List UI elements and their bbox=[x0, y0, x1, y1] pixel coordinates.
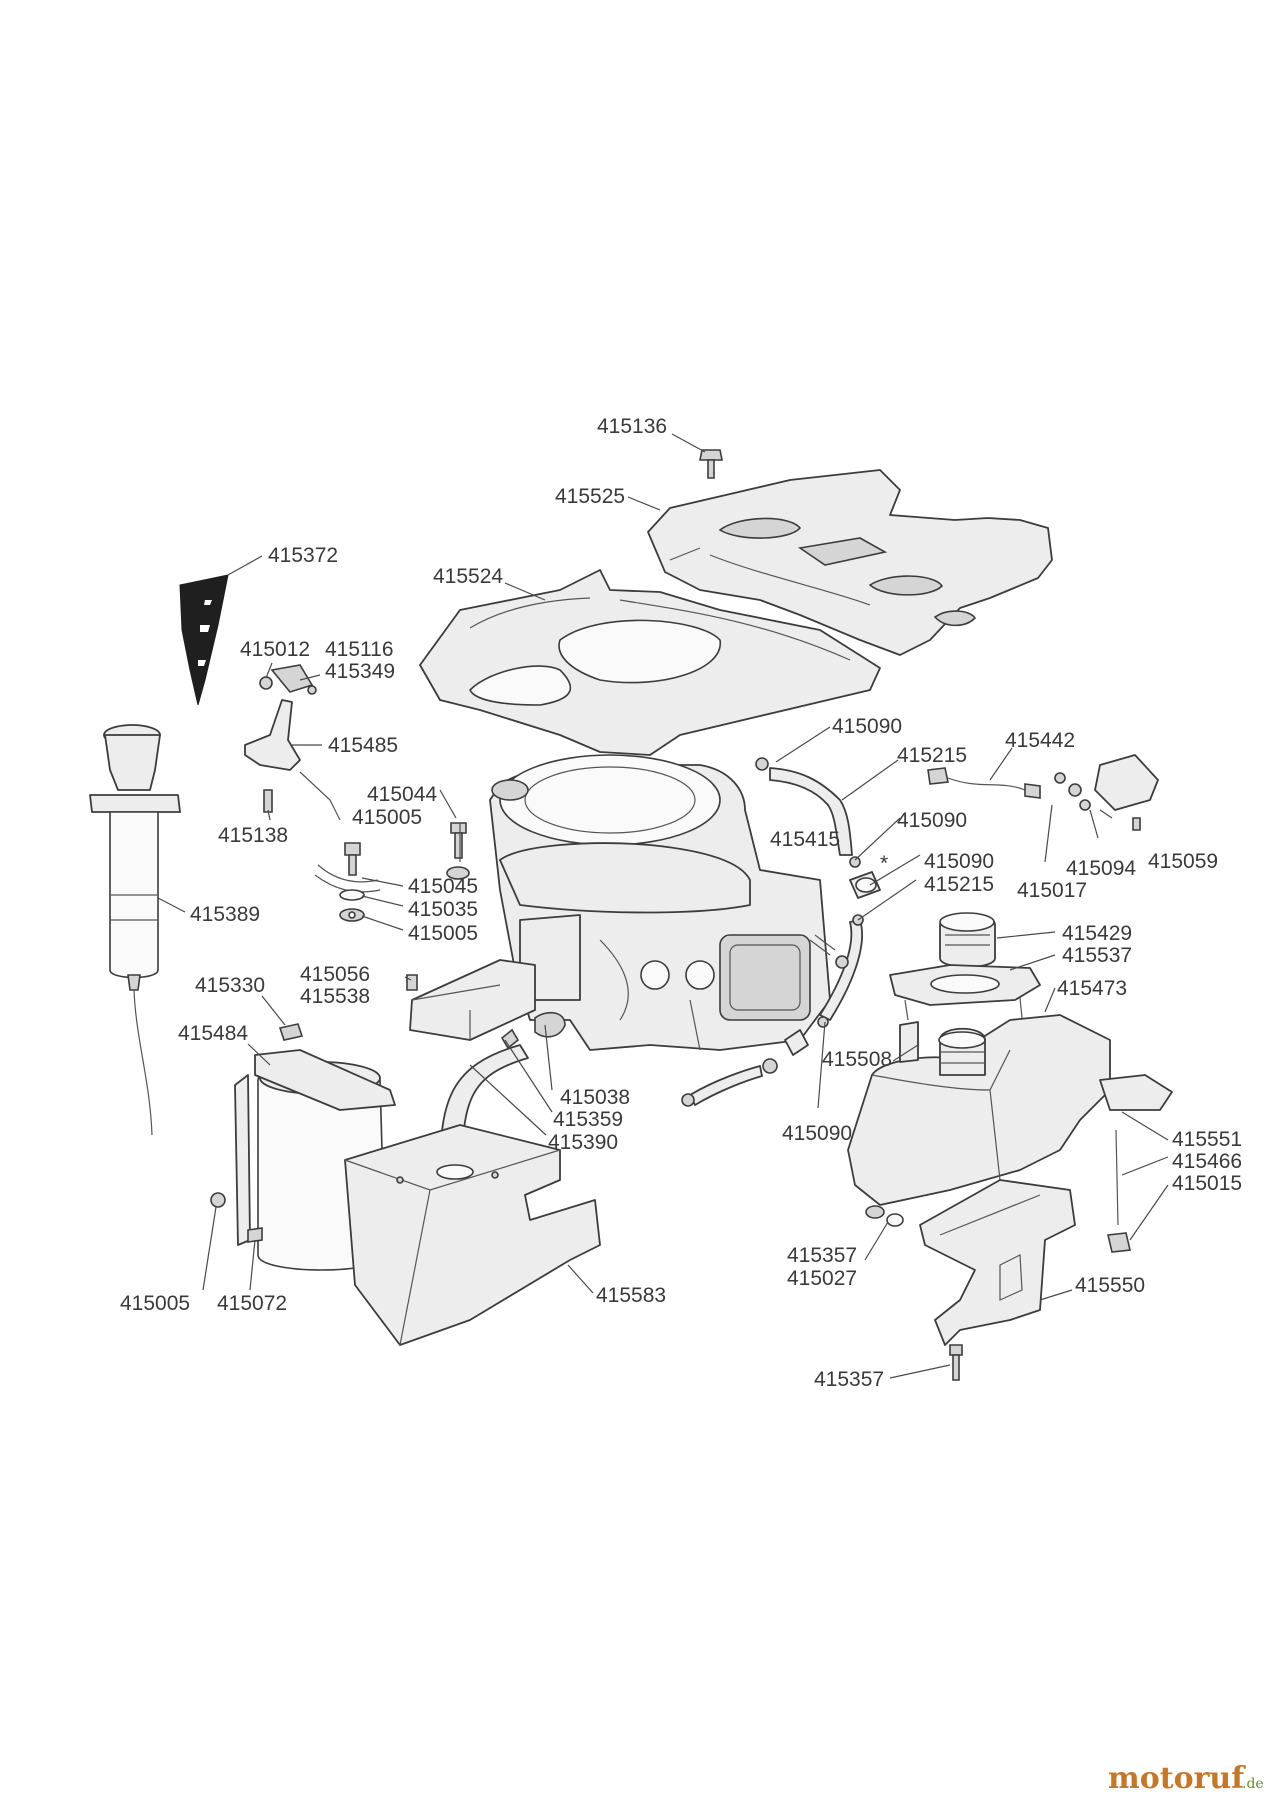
part-number: 415485 bbox=[328, 734, 398, 757]
bolt-415044 bbox=[446, 822, 470, 880]
part-number: 415090 bbox=[832, 715, 902, 738]
part-number: 415005 bbox=[352, 806, 422, 829]
part-number: 415429 bbox=[1062, 922, 1132, 945]
part-number: 415357 bbox=[787, 1244, 857, 1267]
screw-415136 bbox=[699, 449, 723, 479]
part-number: 415215 bbox=[924, 873, 994, 896]
throttle-decal bbox=[179, 574, 229, 706]
fuel-hose-upper bbox=[755, 757, 861, 868]
part-number: 415389 bbox=[190, 903, 260, 926]
part-number: 415359 bbox=[553, 1108, 623, 1131]
part-number: 415357 bbox=[814, 1368, 884, 1391]
part-number: 415045 bbox=[408, 875, 478, 898]
part-number: 415035 bbox=[408, 898, 478, 921]
fuel-filter-415415 bbox=[849, 871, 881, 899]
throttle-lever bbox=[244, 699, 341, 821]
bolt-415045 bbox=[314, 842, 381, 922]
part-number: 415525 bbox=[555, 485, 625, 508]
watermark-suffix: .de bbox=[1242, 1776, 1264, 1792]
part-number: 415466 bbox=[1172, 1150, 1242, 1173]
fuel-cap bbox=[939, 912, 996, 968]
fuel-syringe bbox=[89, 724, 181, 1136]
part-number: 415551 bbox=[1172, 1128, 1242, 1151]
part-number: 415090 bbox=[782, 1122, 852, 1145]
part-number: 415090 bbox=[924, 850, 994, 873]
part-number: 415044 bbox=[367, 783, 437, 806]
part-number: 415484 bbox=[178, 1022, 248, 1045]
part-number: 415524 bbox=[433, 565, 503, 588]
part-number: 415005 bbox=[120, 1292, 190, 1315]
fuel-hose-bottom bbox=[681, 1029, 809, 1107]
part-number: 415012 bbox=[240, 638, 310, 661]
watermark-logo: motoruf .de bbox=[1108, 1761, 1264, 1796]
muffler-cover bbox=[344, 1124, 601, 1346]
watermark-text: motoruf bbox=[1108, 1761, 1246, 1796]
part-labels: 415136 415525 415372 415524 415012 41511… bbox=[120, 415, 1242, 1391]
part-number: 415090 bbox=[897, 809, 967, 832]
part-number: 415330 bbox=[195, 974, 265, 997]
part-number: 415415 bbox=[770, 828, 840, 851]
part-number: 415027 bbox=[787, 1267, 857, 1290]
part-number: 415072 bbox=[217, 1292, 287, 1315]
part-number: 415138 bbox=[218, 824, 288, 847]
part-number: 415215 bbox=[897, 744, 967, 767]
part-number: 415538 bbox=[300, 985, 370, 1008]
heat-shield-bracket bbox=[406, 959, 566, 1041]
engine-block bbox=[489, 754, 831, 1051]
asterisk-mark: * bbox=[880, 852, 888, 875]
part-number: 415349 bbox=[325, 660, 395, 683]
part-number: 415005 bbox=[408, 922, 478, 945]
throttle-knob bbox=[259, 664, 317, 695]
part-number: 415136 bbox=[597, 415, 667, 438]
part-number: 415473 bbox=[1057, 977, 1127, 1000]
part-number: 415056 bbox=[300, 963, 370, 986]
spring-clip bbox=[809, 934, 849, 969]
part-number: 415550 bbox=[1075, 1274, 1145, 1297]
part-number: 415094 bbox=[1066, 857, 1136, 880]
part-number: 415390 bbox=[548, 1131, 618, 1154]
tank-base-bracket bbox=[919, 1179, 1076, 1346]
engine-shroud bbox=[419, 569, 881, 756]
part-number: 415015 bbox=[1172, 1172, 1242, 1195]
part-number: 415442 bbox=[1005, 729, 1075, 752]
starter-solenoid bbox=[1054, 754, 1159, 831]
fuel-gauge-ring bbox=[889, 964, 1041, 1021]
part-number: 415508 bbox=[822, 1048, 892, 1071]
part-number: 415583 bbox=[596, 1284, 666, 1307]
screws-bottom bbox=[865, 1205, 963, 1381]
part-number: 415059 bbox=[1148, 850, 1218, 873]
leader-lines bbox=[157, 433, 1169, 1379]
part-number: 415038 bbox=[560, 1086, 630, 1109]
tank-mounting-bracket bbox=[1099, 1074, 1173, 1253]
part-number: 415017 bbox=[1017, 879, 1087, 902]
part-number: 415116 bbox=[325, 638, 394, 661]
part-number: 415537 bbox=[1062, 944, 1132, 967]
engine-top-cover bbox=[647, 469, 1053, 656]
fuel-tank bbox=[847, 1014, 1111, 1206]
part-number: 415372 bbox=[268, 544, 338, 567]
wire-cable bbox=[927, 767, 1041, 799]
